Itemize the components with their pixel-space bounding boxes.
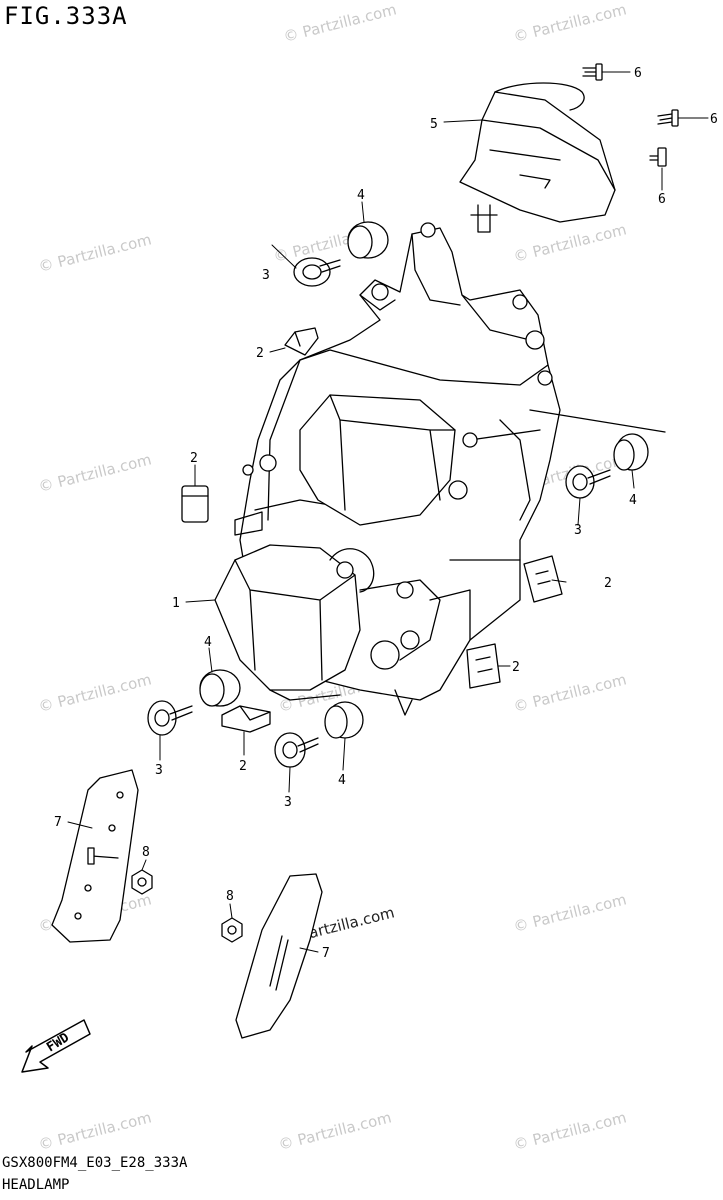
headlamp-unit-part-1 (214, 544, 441, 701)
callout-part-1: 1 (172, 596, 180, 611)
pad-part-2 (466, 643, 501, 689)
pad-part-2 (181, 485, 209, 523)
grommet-part-4 (324, 701, 364, 739)
pad-part-2 (221, 705, 271, 733)
callout-part-3: 3 (574, 523, 582, 538)
callout-part-4: 4 (357, 188, 365, 203)
side-cover-part-7 (51, 769, 139, 943)
washer-screw-part-3 (565, 465, 611, 499)
callout-part-3: 3 (155, 763, 163, 778)
screw-part-6 (649, 147, 667, 167)
watermark: © Partzilla.com (512, 220, 629, 265)
callout-part-2: 2 (512, 660, 520, 675)
callout-part-6: 6 (658, 192, 666, 207)
callout-part-8: 8 (142, 845, 150, 860)
screw-part-6 (657, 109, 679, 127)
callout-part-4: 4 (204, 635, 212, 650)
callout-part-2: 2 (239, 759, 247, 774)
watermark: © Partzilla.com (512, 670, 629, 715)
callout-part-7: 7 (54, 815, 62, 830)
nut-part-8 (221, 917, 243, 943)
figure-code: GSX800FM4_E03_E28_333A (2, 1155, 188, 1171)
watermark: © Partzilla.com (37, 1108, 154, 1153)
grommet-part-4 (613, 433, 649, 471)
watermark: © Partzilla.com (37, 450, 154, 495)
callout-part-5: 5 (430, 117, 438, 132)
callout-part-3: 3 (284, 795, 292, 810)
watermark: © Partzilla.com (512, 0, 629, 45)
leader-lines (67, 71, 709, 953)
callout-part-2: 2 (256, 346, 264, 361)
watermark: © Partzilla.com (37, 230, 154, 275)
watermark: © Partzilla.com (512, 1108, 629, 1153)
upper-lamp-unit (299, 394, 478, 526)
side-cover-part-7 (235, 873, 323, 1039)
callout-part-6: 6 (710, 112, 718, 127)
figure-name: HEADLAMP (2, 1177, 70, 1193)
callout-part-7: 7 (322, 946, 330, 961)
figure-title: FIG.333A (4, 2, 128, 30)
callout-part-3: 3 (262, 268, 270, 283)
watermark: © Partzilla.com (512, 890, 629, 935)
watermark: © Partzilla.com (277, 1108, 394, 1153)
callout-part-2: 2 (190, 451, 198, 466)
pad-part-2 (284, 327, 319, 356)
callout-part-2: 2 (604, 576, 612, 591)
callout-part-4: 4 (338, 773, 346, 788)
nut-part-8 (131, 869, 153, 895)
fwd-arrow-icon (21, 1019, 91, 1073)
watermark: © Partzilla.com (37, 670, 154, 715)
grommet-part-4 (347, 221, 389, 259)
callout-part-6: 6 (634, 66, 642, 81)
watermark: © Partzilla.com (282, 0, 399, 45)
washer-screw-part-3 (293, 257, 341, 287)
callout-part-8: 8 (226, 889, 234, 904)
washer-screw-part-3 (274, 732, 319, 768)
housing-cover-part-5 (459, 82, 616, 233)
pad-part-2 (523, 555, 563, 603)
callout-layer: 1 2 2 2 2 2 3 3 3 3 4 4 4 4 5 6 6 6 7 7 … (54, 66, 718, 961)
grommet-part-4 (199, 669, 241, 707)
screw-part-6 (582, 63, 603, 81)
callout-part-4: 4 (629, 493, 637, 508)
washer-screw-part-3 (147, 700, 193, 736)
